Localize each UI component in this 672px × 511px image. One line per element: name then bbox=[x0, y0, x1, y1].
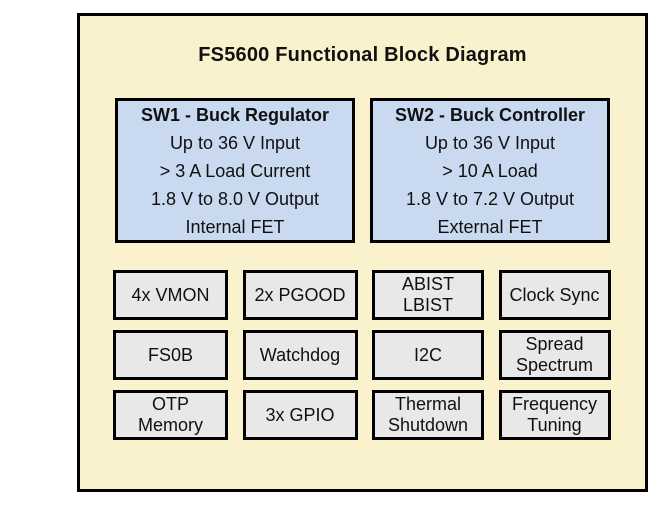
feature-block-grid: 4x VMON 2x PGOOD ABIST LBIST Clock Sync … bbox=[113, 270, 611, 440]
block-3x-gpio: 3x GPIO bbox=[242, 390, 358, 440]
block-label: 3x GPIO bbox=[265, 404, 335, 425]
diagram-title: FS5600 Functional Block Diagram bbox=[198, 44, 527, 66]
block-label: Frequency Tuning bbox=[511, 394, 598, 435]
sw2-buck-controller-block: SW2 - Buck Controller Up to 36 V Input >… bbox=[370, 98, 610, 243]
block-label: I2C bbox=[413, 344, 442, 365]
diagram-panel: FS5600 Functional Block Diagram SW1 - Bu… bbox=[77, 13, 648, 492]
block-label: ABIST LBIST bbox=[401, 274, 454, 315]
block-label: OTP Memory bbox=[137, 394, 203, 435]
sw2-block-title: SW2 - Buck Controller bbox=[394, 104, 586, 125]
block-label: Clock Sync bbox=[509, 284, 600, 305]
block-label: Watchdog bbox=[259, 344, 341, 365]
block-2x-pgood: 2x PGOOD bbox=[242, 270, 358, 320]
block-label: Spread Spectrum bbox=[515, 334, 594, 375]
block-4x-vmon: 4x VMON bbox=[113, 270, 228, 320]
block-clock-sync: Clock Sync bbox=[498, 270, 611, 320]
sw2-block-specs: Up to 36 V Input > 10 A Load 1.8 V to 7.… bbox=[405, 132, 575, 237]
block-label: FS0B bbox=[147, 344, 194, 365]
block-abist-lbist: ABIST LBIST bbox=[372, 270, 484, 320]
block-spread-spectrum: Spread Spectrum bbox=[498, 330, 611, 380]
sw1-block-title: SW1 - Buck Regulator bbox=[140, 104, 330, 125]
block-label: Thermal Shutdown bbox=[387, 394, 469, 435]
block-otp-memory: OTP Memory bbox=[113, 390, 228, 440]
block-i2c: I2C bbox=[372, 330, 484, 380]
block-thermal-shutdown: Thermal Shutdown bbox=[372, 390, 484, 440]
sw1-block-specs: Up to 36 V Input > 3 A Load Current 1.8 … bbox=[150, 132, 320, 237]
block-frequency-tuning: Frequency Tuning bbox=[498, 390, 611, 440]
block-label: 4x VMON bbox=[131, 284, 210, 305]
sw1-buck-regulator-block: SW1 - Buck Regulator Up to 36 V Input > … bbox=[115, 98, 355, 243]
block-label: 2x PGOOD bbox=[254, 284, 346, 305]
block-fs0b: FS0B bbox=[113, 330, 228, 380]
block-watchdog: Watchdog bbox=[242, 330, 358, 380]
